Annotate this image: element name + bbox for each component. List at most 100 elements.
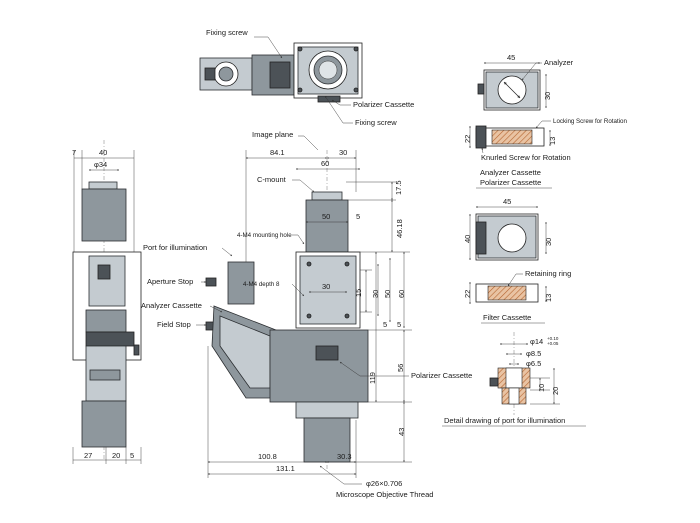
dim-17-5: 17.5 <box>394 180 403 195</box>
label-objective-thread-size: φ26×0.706 <box>366 479 402 488</box>
dim-30-v: 30 <box>371 290 380 298</box>
front-view-polarizer-slot <box>315 345 339 361</box>
dim-100-8: 100.8 <box>258 452 277 461</box>
port-detail: φ14 +0.10 +0.05 φ8.5 φ6.5 10 20 Detail d… <box>442 332 586 427</box>
front-view-top-tube <box>305 199 349 253</box>
dim-filter-30: 30 <box>544 238 553 246</box>
dim-119: 119 <box>368 372 377 384</box>
dim-30-top: 30 <box>339 148 347 157</box>
label-polarizer-cassette-top: Polarizer Cassette <box>353 100 414 109</box>
front-view-illum-port <box>227 261 255 305</box>
dim-analyzer-22: 22 <box>463 135 472 143</box>
dim-5-b: 5 <box>383 320 387 329</box>
filter-lens <box>497 223 527 253</box>
dim-side-34: φ34 <box>94 160 107 169</box>
side-view-knob <box>133 344 140 356</box>
side-view-c-mount <box>88 181 118 190</box>
top-view-screw-1 <box>297 46 303 52</box>
front-view-hole-2 <box>344 261 350 267</box>
dim-port-tol-plus: +0.10 <box>547 336 559 341</box>
caption-analyzer-cassette: Analyzer Cassette <box>480 168 541 177</box>
dim-side-27: 27 <box>84 451 92 460</box>
label-locking-screw: Locking Screw for Rotation <box>553 118 628 125</box>
filter-detail: 45 40 30 22 13 Retaining ring Filter Cas… <box>463 197 571 324</box>
dim-43: 43 <box>397 428 406 436</box>
dim-side-7: 7 <box>72 148 76 157</box>
analyzer-profile-section <box>491 129 533 145</box>
front-view-hole-4 <box>344 313 350 319</box>
label-fixing-screw-top: Fixing screw <box>206 28 248 37</box>
side-view-lower-detail <box>89 369 121 381</box>
dim-analyzer-45: 45 <box>507 53 515 62</box>
dim-filter-40: 40 <box>463 235 472 243</box>
top-view: Fixing screw Polarizer Cassette Fixing s… <box>199 28 414 127</box>
label-m4-depth: 4-M4 depth 8 <box>243 281 280 288</box>
dim-filter-22: 22 <box>463 290 472 298</box>
front-view-arm-face <box>219 315 271 389</box>
front-view: Image plane C-mount 4-M4 mounting hole P… <box>141 130 472 499</box>
dim-30-mid: 30 <box>322 282 330 291</box>
dim-30-3: 30.3 <box>337 452 352 461</box>
dim-side-40: 40 <box>99 148 107 157</box>
label-m4-mounting-hole: 4-M4 mounting hole <box>237 232 292 239</box>
top-view-screw-2 <box>353 46 359 52</box>
label-analyzer-cassette: Analyzer Cassette <box>141 301 202 310</box>
analyzer-profile-knob <box>475 125 487 149</box>
dim-84-1: 84.1 <box>270 148 285 157</box>
dim-port-6-5: φ6.5 <box>526 359 541 368</box>
port-bore-lower <box>508 387 520 405</box>
port-set-screw <box>489 377 499 387</box>
top-view-screw-3 <box>297 87 303 93</box>
label-polarizer-cassette-front: Polarizer Cassette <box>411 371 472 380</box>
dim-5-a: 5 <box>356 212 360 221</box>
dim-131-1: 131.1 <box>276 464 295 473</box>
side-view-top-tube <box>81 188 127 242</box>
dim-60-v: 60 <box>397 290 406 298</box>
front-view-aperture-knob <box>205 277 217 287</box>
label-retaining-ring: Retaining ring <box>525 269 571 278</box>
front-view-c-mount <box>311 191 343 201</box>
side-view-aperture <box>97 264 111 280</box>
top-view-knob <box>204 67 216 81</box>
dim-filter-45: 45 <box>503 197 511 206</box>
dim-port-20: 20 <box>551 387 560 395</box>
top-view-port-inner <box>218 66 234 82</box>
dim-analyzer-13: 13 <box>548 137 557 145</box>
side-view-objective <box>81 400 127 448</box>
front-view-objective <box>303 417 351 463</box>
dim-50-v: 50 <box>383 290 392 298</box>
dim-15: 15 <box>354 289 363 297</box>
dim-filter-13: 13 <box>544 294 553 302</box>
front-view-hole-3 <box>306 313 312 319</box>
caption-polarizer-cassette: Polarizer Cassette <box>480 178 541 187</box>
front-view-nose <box>295 401 359 419</box>
dim-5-c: 5 <box>397 320 401 329</box>
caption-filter-cassette: Filter Cassette <box>483 313 531 322</box>
filter-profile-section <box>487 285 527 301</box>
label-fixing-screw-bottom: Fixing screw <box>355 118 397 127</box>
front-view-main-face <box>299 255 357 325</box>
label-field-stop: Field Stop <box>157 320 191 329</box>
top-view-lens-center <box>318 60 338 80</box>
dim-46-18: 46.18 <box>395 219 404 238</box>
dim-port-tol-minus: +0.05 <box>547 341 559 346</box>
dim-port-14: φ14 <box>530 337 543 346</box>
dim-50: 50 <box>322 212 330 221</box>
label-knurled-screw: Knurled Screw for Rotation <box>481 153 571 162</box>
filter-cassette-tab <box>475 221 487 255</box>
side-view-cassette <box>85 331 135 347</box>
analyzer-detail: 45 30 Analyzer 22 13 Locking Screw for R… <box>463 53 628 189</box>
analyzer-knob <box>477 83 485 95</box>
label-objective-thread: Microscope Objective Thread <box>336 490 433 499</box>
port-bore <box>505 367 523 389</box>
side-view-middle <box>85 309 127 333</box>
top-view-polarizer-tab <box>317 95 341 103</box>
caption-port-detail: Detail drawing of port for illumination <box>444 416 565 425</box>
side-view-upper-plate <box>88 255 126 307</box>
label-c-mount: C-mount <box>257 175 287 184</box>
dim-analyzer-30: 30 <box>543 92 552 100</box>
front-view-lower-body <box>269 329 369 403</box>
top-view-screw-4 <box>353 87 359 93</box>
top-view-fixing-screw-block <box>269 61 291 89</box>
